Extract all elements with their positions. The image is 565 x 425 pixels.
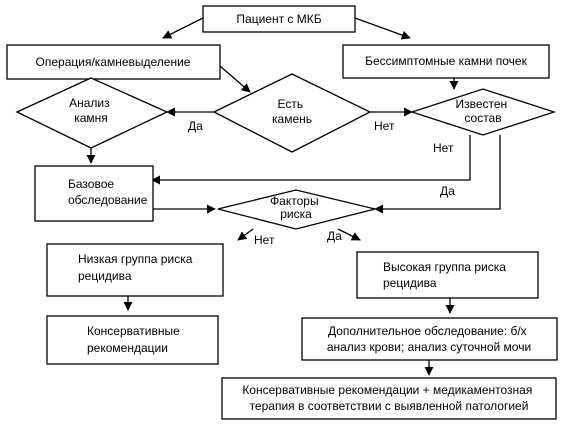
known-composition-diamond: Известен состав bbox=[409, 88, 557, 136]
risk-factors-diamond: Факторы риска bbox=[217, 189, 376, 230]
edge-label-yes-analysis: Да bbox=[188, 119, 203, 133]
edge-label-yes-risk: Да bbox=[440, 184, 455, 198]
additional-exam-label: Дополнительное обследование: б/х анализ … bbox=[327, 324, 531, 354]
has-stone-diamond: Есть камень bbox=[212, 73, 372, 153]
edge-risk-to-low bbox=[237, 228, 254, 241]
edge-patient-to-operation bbox=[162, 17, 204, 39]
asymptomatic-label: Бессимптомные камни почек bbox=[365, 54, 527, 68]
edge-label-no-base: Нет bbox=[433, 141, 454, 155]
known-composition-label: Известен состав bbox=[455, 97, 510, 125]
high-risk-box: Высокая группа риска рецидива bbox=[356, 251, 539, 299]
has-stone-label: Есть камень bbox=[272, 97, 312, 126]
operation-label: Операция/камневыделение bbox=[36, 55, 191, 69]
edge-label-yes-high: Да bbox=[327, 229, 342, 243]
conservative-box: Консервативные рекомендации bbox=[46, 315, 219, 365]
edge-operation-to-hasstone bbox=[219, 65, 251, 93]
edge-patient-to-asymptomatic bbox=[354, 17, 411, 40]
low-risk-label: Низкая группа риска рецидива bbox=[78, 252, 196, 283]
edges bbox=[86, 17, 501, 376]
final-box: Консервативные рекомендации + медикамент… bbox=[221, 377, 557, 420]
final-label: Консервативные рекомендации + медикамент… bbox=[242, 383, 535, 413]
edge-label-no-low: Нет bbox=[254, 233, 275, 247]
additional-exam-box: Дополнительное обследование: б/х анализ … bbox=[301, 317, 558, 361]
edge-known-no-to-base bbox=[151, 135, 471, 185]
patient-box: Пациент с МКБ bbox=[202, 5, 356, 33]
low-risk-box: Низкая группа риска рецидива bbox=[46, 243, 224, 297]
analysis-label: Анализ камня bbox=[69, 96, 113, 125]
operation-box: Операция/камневыделение bbox=[6, 44, 221, 80]
edge-label-no-known: Нет bbox=[374, 119, 395, 133]
conservative-label: Консервативные рекомендации bbox=[87, 324, 183, 355]
analysis-diamond: Анализ камня bbox=[15, 77, 169, 149]
patient-label: Пациент с МКБ bbox=[236, 12, 321, 26]
edge-risk-to-high bbox=[337, 228, 361, 241]
asymptomatic-box: Бессимптомные камни почек bbox=[342, 44, 550, 79]
risk-factors-label: Факторы риска bbox=[270, 194, 322, 221]
high-risk-label: Высокая группа риска рецидива bbox=[383, 260, 509, 290]
base-exam-box: Базовое обследование bbox=[34, 165, 154, 222]
base-exam-label: Базовое обследование bbox=[68, 177, 148, 207]
edge-known-yes-to-risk bbox=[374, 135, 501, 214]
